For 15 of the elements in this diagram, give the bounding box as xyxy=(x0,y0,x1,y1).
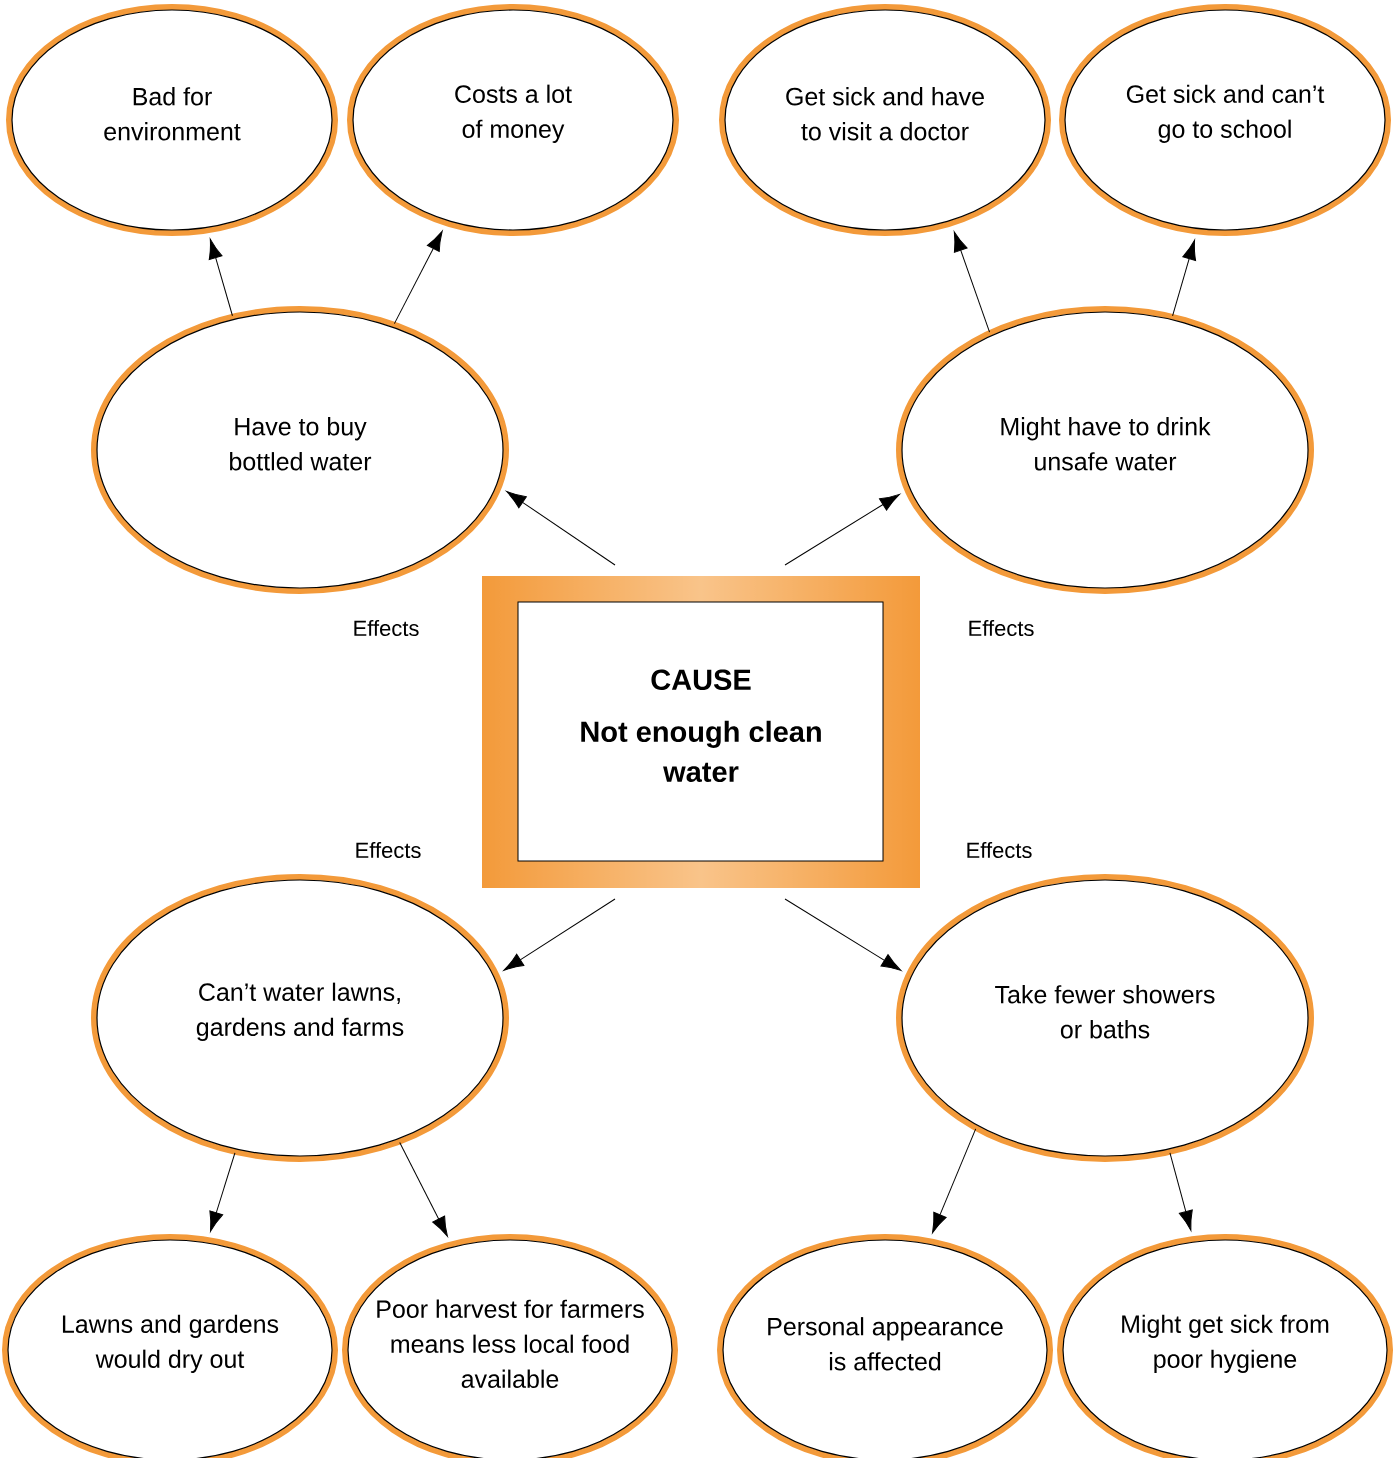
arrow xyxy=(399,1141,448,1237)
arrow xyxy=(932,1128,977,1234)
arrow xyxy=(1169,1152,1193,1231)
cause-box: CAUSE Not enough clean water xyxy=(517,601,884,862)
arrow xyxy=(506,491,616,566)
arrow xyxy=(209,1152,236,1232)
arrow xyxy=(784,493,900,566)
effects-label: Effects xyxy=(354,619,419,637)
arrow xyxy=(1172,239,1197,317)
effects-label: Effects xyxy=(969,619,1034,637)
arrow xyxy=(953,231,991,333)
arrow xyxy=(393,230,443,325)
arrow xyxy=(208,238,233,317)
arrow xyxy=(503,898,616,971)
arrow xyxy=(784,898,902,971)
